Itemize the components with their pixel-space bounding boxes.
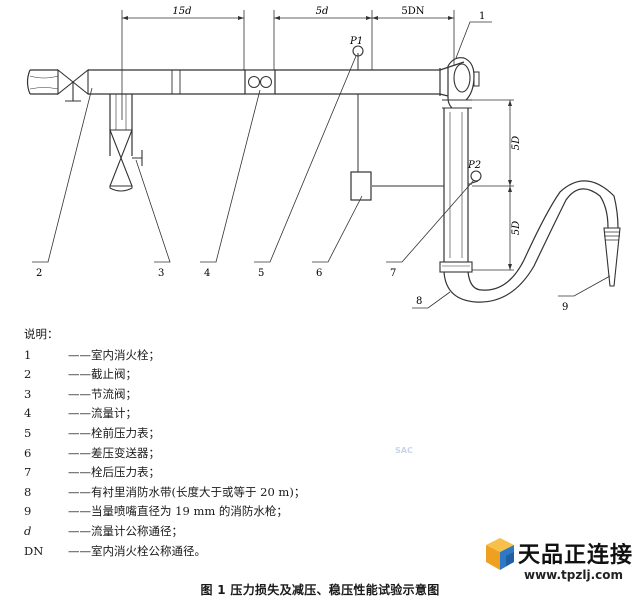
legend-text: ——栓前压力表； <box>68 425 160 440</box>
dim-5d: 5d <box>316 6 329 17</box>
branch-pipe <box>109 94 133 156</box>
legend-key: 3 <box>24 386 32 401</box>
gauge-p2 <box>470 170 482 182</box>
gauge-p1 <box>352 45 364 57</box>
label-p2: P2 <box>467 160 481 171</box>
figure-caption: 图 1 压力损失及减压、稳压性能试验示意图 <box>200 583 440 597</box>
legend-item: 9 ——当量喷嘴直径为 19 mm 的消防水枪； <box>24 502 424 522</box>
legend-key: 9 <box>24 504 32 519</box>
legend-key: DN <box>24 543 44 558</box>
legend-item: 5 ——栓前压力表； <box>24 424 424 444</box>
legend-item: 4 ——流量计； <box>24 404 424 424</box>
legend-key: 8 <box>24 484 32 499</box>
legend-text: ——截止阀； <box>68 367 137 382</box>
legend-item: 2 ——截止阀； <box>24 365 424 385</box>
callout-8: 8 <box>416 296 422 307</box>
dim-5D-upper: 5D <box>511 136 522 150</box>
legend-key: 7 <box>24 465 32 480</box>
dim-15d: 15d <box>172 6 191 17</box>
callout-7: 7 <box>390 268 396 279</box>
globe-valve-symbol <box>57 68 89 96</box>
legend-text: ——节流阀； <box>68 386 137 401</box>
vertical-pipe <box>443 108 469 262</box>
callout-5: 5 <box>258 268 264 279</box>
legend-item: 7 ——栓后压力表； <box>24 463 424 483</box>
main-pipe <box>88 69 245 95</box>
logo-name: 天品正连接 <box>518 543 634 568</box>
legend-text: ——栓后压力表； <box>68 465 160 480</box>
dim-5dn: 5DN <box>401 6 424 17</box>
legend-text: ——流量计公称通径； <box>68 523 183 538</box>
legend-text: ——室内消火栓； <box>68 347 160 362</box>
callout-2: 2 <box>36 268 42 279</box>
callout-4: 4 <box>204 268 210 279</box>
legend: 说明： 1 ——室内消火栓； 2 ——截止阀； 3 ——节流阀； 4 ——流量计； 5 —… <box>24 325 424 561</box>
legend-key: 2 <box>24 367 32 382</box>
legend-key: 6 <box>24 445 32 460</box>
logo-url: www.tpzlj.com <box>524 568 624 582</box>
legend-text: ——室内消火栓公称通径。 <box>68 543 206 558</box>
legend-text: ——差压变送器； <box>68 445 160 460</box>
legend-item: d ——流量计公称通径； <box>24 522 424 542</box>
fire-hose <box>443 188 609 303</box>
label-p1: P1 <box>349 36 363 47</box>
throttle-valve-symbol <box>109 129 133 187</box>
legend-item: 6 ——差压变送器； <box>24 444 424 464</box>
legend-item: DN ——室内消火栓公称通径。 <box>24 542 424 562</box>
legend-key: 1 <box>24 347 32 362</box>
callout-1: 1 <box>479 11 485 22</box>
callout-6: 6 <box>316 268 322 279</box>
legend-text: ——有衬里消防水带(长度大于或等于 20 m)； <box>68 484 306 499</box>
callout-9: 9 <box>562 302 568 313</box>
legend-text: ——流量计； <box>68 406 137 421</box>
callout-3: 3 <box>158 268 164 279</box>
legend-title: 说明： <box>24 327 59 341</box>
watermark: SAC <box>395 446 413 455</box>
hydrant-valve <box>439 61 465 98</box>
legend-key: 4 <box>24 406 32 421</box>
legend-item: 1 ——室内消火栓； <box>24 346 424 366</box>
dim-5D-lower: 5D <box>511 221 522 235</box>
legend-item: 8 ——有衬里消防水带(长度大于或等于 20 m)； <box>24 483 424 503</box>
legend-item: 3 ——节流阀； <box>24 385 424 405</box>
main-pipe-inlet <box>30 69 58 95</box>
dp-transmitter-symbol <box>350 171 372 201</box>
test-setup-diagram: 15d 5d 5DN 5D 5D P1 P2 1 2 3 4 5 6 7 8 9 <box>26 6 621 313</box>
legend-key: 5 <box>24 425 32 440</box>
legend-text: ——当量喷嘴直径为 19 mm 的消防水枪； <box>68 504 288 519</box>
main-pipe-outlet <box>275 69 440 95</box>
legend-key: d <box>24 523 32 538</box>
site-logo: 天品正连接 www.tpzlj.com <box>484 536 634 596</box>
flowmeter-symbol <box>244 69 276 95</box>
cube-logo-icon <box>486 538 514 570</box>
fire-nozzle <box>603 227 621 287</box>
